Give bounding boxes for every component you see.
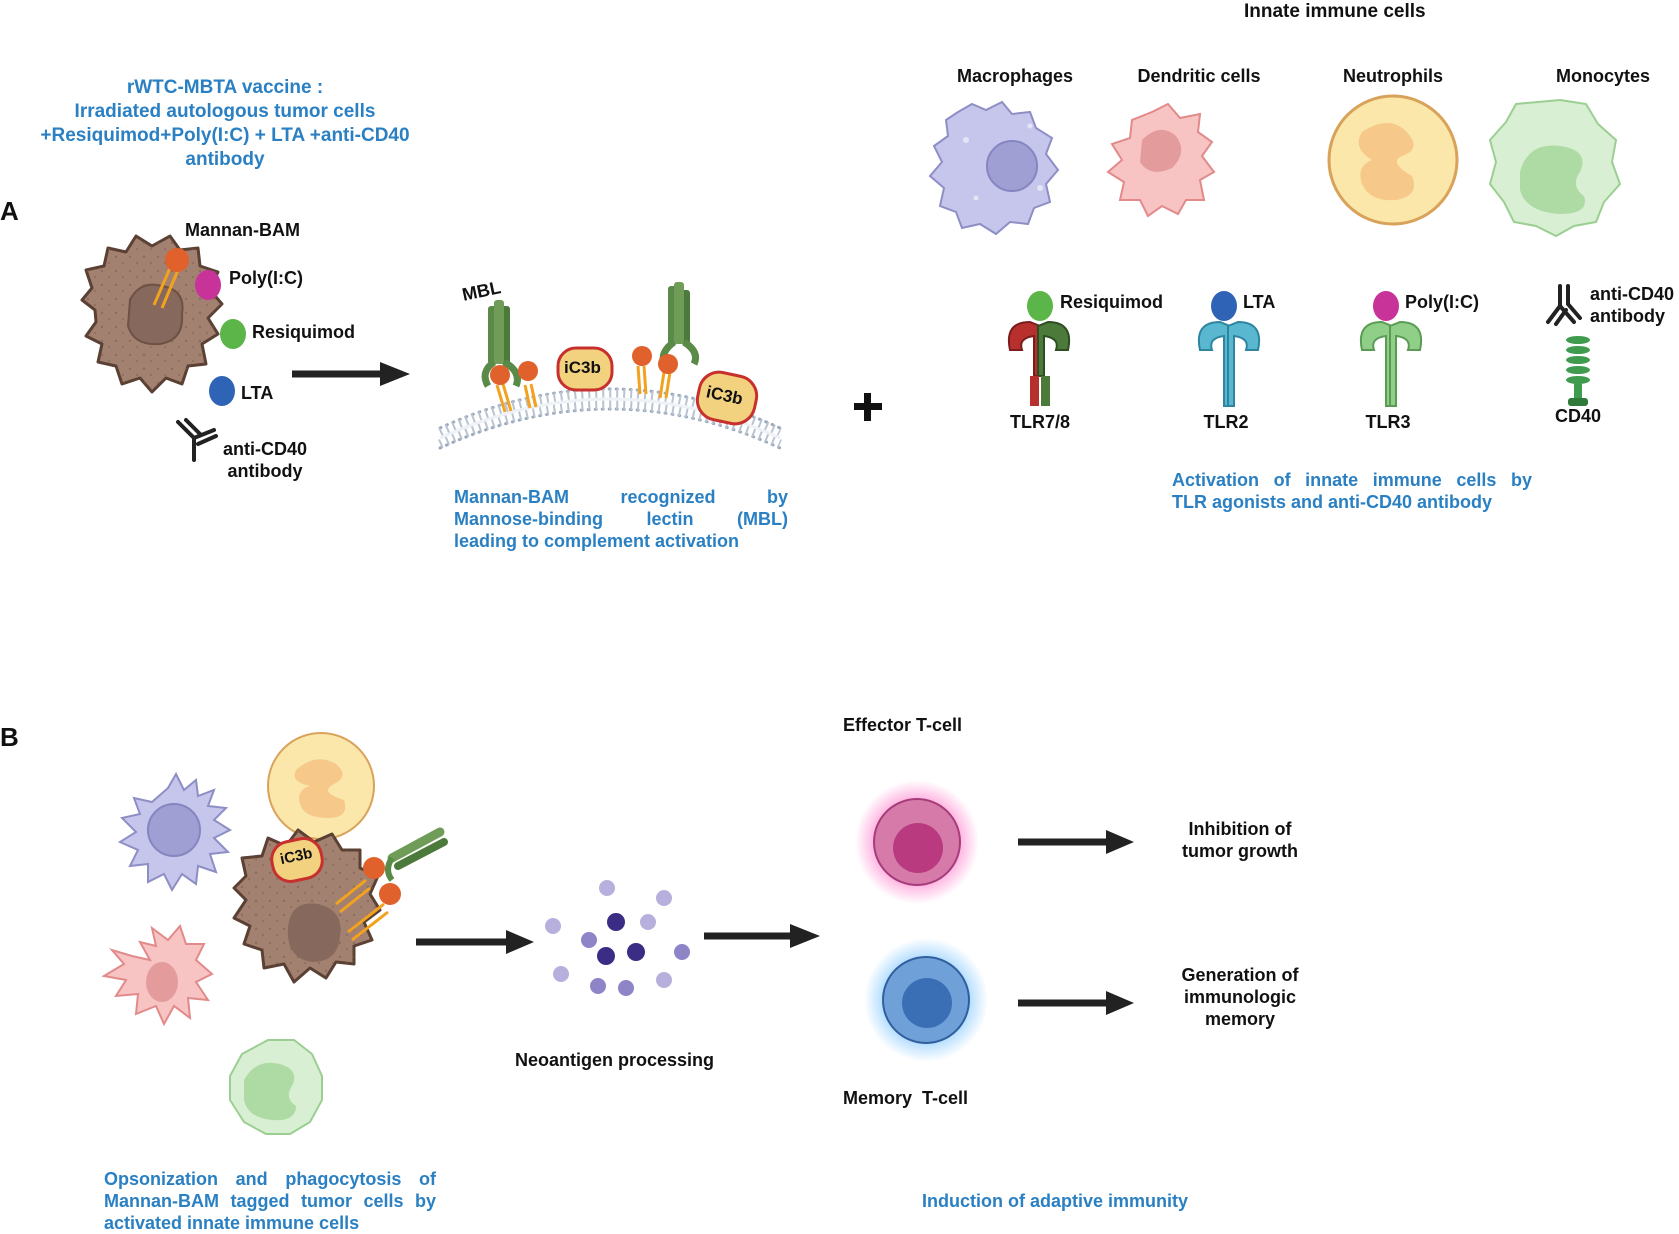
resiquimod-ligand-label: Resiquimod bbox=[1060, 292, 1164, 312]
tumor-cell-a bbox=[80, 234, 224, 394]
dendritic-cell-b-icon bbox=[101, 924, 214, 1027]
neutrophil-icon bbox=[1327, 94, 1459, 226]
ic3b-label-a1: iC3b bbox=[564, 358, 601, 377]
resiquimod-icon bbox=[220, 319, 246, 349]
mannan-bam-membrane-left bbox=[490, 361, 538, 413]
resiquimod-label: Resiquimod bbox=[252, 322, 356, 342]
vaccine-title-line-1: rWTC-MBTA vaccine : bbox=[126, 77, 324, 98]
neoantigen-particles bbox=[545, 880, 690, 996]
arrow-b3 bbox=[1018, 830, 1134, 854]
anti-cd40-antibody-icon bbox=[1546, 284, 1582, 326]
arrow-b2 bbox=[704, 924, 820, 948]
mbl-protein-left bbox=[481, 300, 521, 388]
memory-t-cell-label: Memory T-cell bbox=[843, 1088, 969, 1108]
mannan-bam-icon bbox=[152, 248, 189, 309]
outcome-inhibition-line-1: Inhibition of bbox=[1188, 819, 1292, 839]
lta-ligand-icon bbox=[1211, 291, 1237, 321]
anti-cd40-antibody-label-line-1: anti-CD40 bbox=[1590, 284, 1675, 304]
neutrophil-b-icon bbox=[267, 732, 375, 840]
anti-cd40-label-line-2: antibody bbox=[227, 461, 303, 481]
tumor-cell-b bbox=[232, 828, 382, 984]
innate-caption-line-1: Activation of innate immune cells by bbox=[1172, 470, 1532, 490]
tlr2-receptor-icon bbox=[1198, 320, 1260, 407]
macrophages-label: Macrophages bbox=[956, 66, 1074, 86]
macrophage-icon bbox=[928, 100, 1060, 236]
resiquimod-ligand-icon bbox=[1027, 291, 1053, 321]
mannan-bam-b-icon bbox=[335, 857, 401, 942]
tlr78-label: TLR7/8 bbox=[1009, 412, 1070, 432]
lta-label: LTA bbox=[241, 383, 274, 403]
arrow-a1 bbox=[292, 362, 410, 386]
neoantigen-label: Neoantigen processing bbox=[515, 1050, 715, 1070]
panel-label-a: A bbox=[0, 196, 19, 226]
tlr3-receptor-icon bbox=[1360, 320, 1422, 407]
poly-ic-ligand-label: Poly(I:C) bbox=[1405, 292, 1479, 312]
lta-icon bbox=[209, 376, 235, 406]
monocytes-label: Monocytes bbox=[1555, 66, 1651, 86]
poly-ic-label: Poly(I:C) bbox=[229, 268, 303, 288]
dendritic-cell-icon bbox=[1106, 102, 1216, 218]
macrophage-b-icon bbox=[117, 771, 233, 893]
antibody-icon bbox=[176, 418, 218, 462]
mbl-protein-right bbox=[659, 282, 700, 366]
neutrophils-label: Neutrophils bbox=[1342, 66, 1443, 86]
poly-ic-ligand-icon bbox=[1373, 291, 1399, 321]
innate-caption: Activation of innate immune cells by TLR… bbox=[1172, 469, 1532, 513]
opsonization-caption-line-2: Mannan-BAM tagged tumor cells by bbox=[104, 1191, 436, 1211]
cd40-label: CD40 bbox=[1554, 406, 1602, 426]
vaccine-title-line-2: Irradiated autologous tumor cells bbox=[74, 101, 376, 122]
tlr78-receptor-icon bbox=[1008, 320, 1070, 406]
outcome-memory-line-1: Generation of bbox=[1181, 965, 1299, 985]
anti-cd40-antibody-label-line-2: antibody bbox=[1590, 306, 1665, 326]
outcome-inhibition: Inhibition of tumor growth bbox=[1160, 818, 1320, 862]
mbl-caption-line-3: leading to complement activation bbox=[454, 531, 740, 551]
opsonization-caption-line-3: activated innate immune cells bbox=[104, 1213, 360, 1233]
monocyte-b-icon bbox=[229, 1039, 323, 1135]
effector-t-cell-icon bbox=[855, 780, 979, 904]
anti-cd40-label: anti-CD40 antibody bbox=[210, 438, 320, 482]
plus-icon bbox=[854, 393, 882, 421]
vaccine-title: rWTC-MBTA vaccine : Irradiated autologou… bbox=[20, 76, 430, 172]
outcome-memory: Generation of immunologic memory bbox=[1160, 964, 1320, 1030]
panel-label-b: B bbox=[0, 722, 19, 752]
outcome-memory-line-3: memory bbox=[1204, 1009, 1276, 1029]
arrow-b4 bbox=[1018, 991, 1134, 1015]
mbl-caption: Mannan-BAM recognized by Mannose-binding… bbox=[454, 486, 788, 552]
cd40-receptor-icon bbox=[1566, 336, 1590, 406]
innate-cells-title: Innate immune cells bbox=[1244, 1, 1426, 22]
mbl-b-icon bbox=[385, 827, 448, 882]
tlr2-label: TLR2 bbox=[1203, 412, 1249, 432]
memory-t-cell-icon bbox=[864, 938, 988, 1062]
tlr3-label: TLR3 bbox=[1365, 412, 1411, 432]
mannan-bam-membrane-right bbox=[632, 346, 678, 399]
innate-caption-line-2: TLR agonists and anti-CD40 antibody bbox=[1172, 492, 1493, 512]
adaptive-immunity-caption: Induction of adaptive immunity bbox=[922, 1191, 1189, 1211]
lta-ligand-label: LTA bbox=[1243, 292, 1276, 312]
ic3b-badge-a2 bbox=[695, 370, 759, 426]
outcome-inhibition-line-2: tumor growth bbox=[1182, 841, 1298, 861]
vaccine-title-line-4: antibody bbox=[185, 149, 265, 170]
ic3b-badge-b bbox=[270, 837, 324, 883]
ic3b-badge-a1 bbox=[556, 346, 614, 392]
arrow-b1 bbox=[416, 930, 534, 954]
outcome-memory-line-2: immunologic bbox=[1184, 987, 1296, 1007]
vaccine-title-line-3: +Resiquimod+Poly(I:C) + LTA +anti-CD40 bbox=[40, 125, 410, 146]
anti-cd40-antibody-label: anti-CD40 antibody bbox=[1590, 283, 1674, 327]
poly-ic-icon bbox=[195, 270, 221, 300]
mannan-bam-label: Mannan-BAM bbox=[185, 220, 300, 240]
dendritic-cells-label: Dendritic cells bbox=[1137, 66, 1261, 86]
mbl-caption-line-2: Mannose-binding lectin (MBL) bbox=[454, 509, 788, 529]
effector-t-cell-label: Effector T-cell bbox=[843, 715, 963, 735]
opsonization-caption-line-1: Opsonization and phagocytosis of bbox=[104, 1169, 436, 1189]
mbl-caption-line-1: Mannan-BAM recognized by bbox=[454, 487, 788, 507]
opsonization-caption: Opsonization and phagocytosis of Mannan-… bbox=[104, 1168, 436, 1234]
anti-cd40-label-line-1: anti-CD40 bbox=[222, 439, 307, 459]
monocyte-icon bbox=[1488, 98, 1622, 238]
